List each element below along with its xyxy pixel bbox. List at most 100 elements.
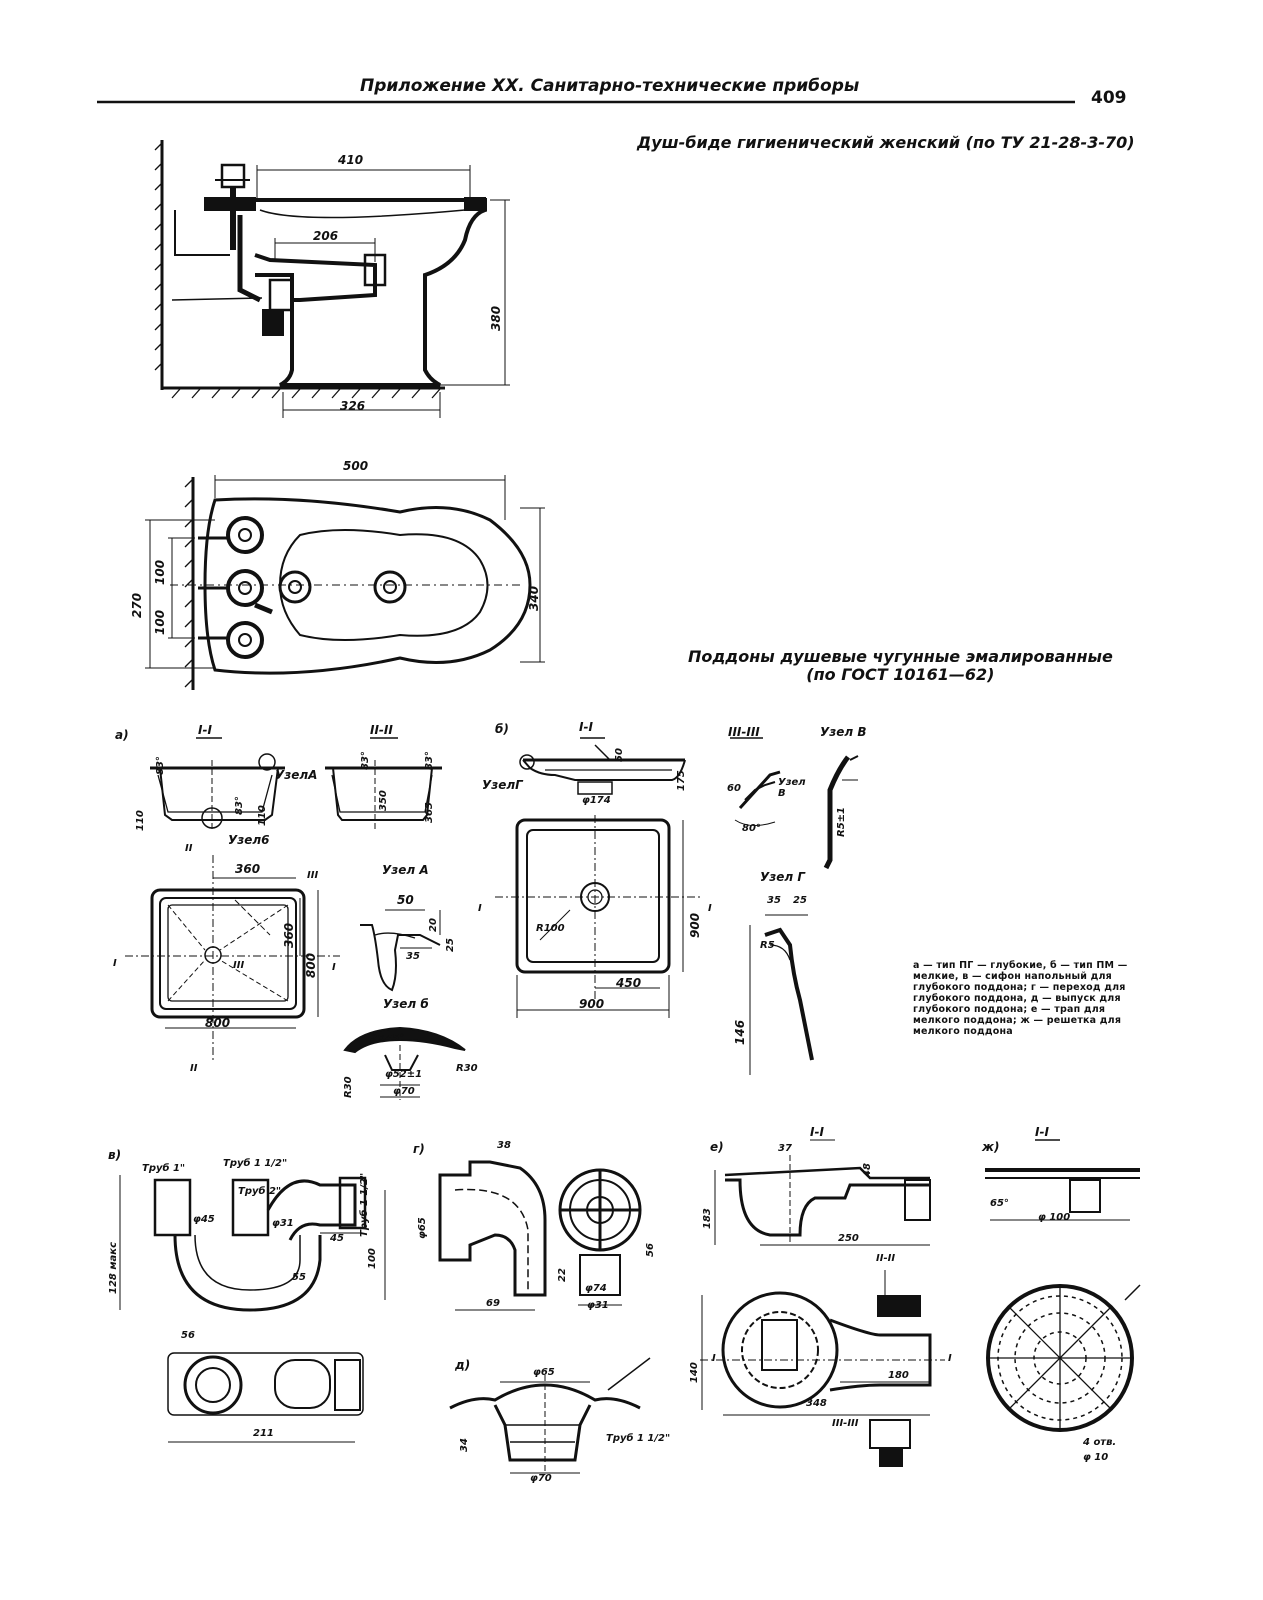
node-g-detail [749,914,814,1075]
panel-v-dim-100: 100 [367,1247,378,1269]
panel-a-dim-360-side: 360 [282,922,296,948]
grate-zh-plan [986,1284,1141,1432]
node-a-title: Узел А [382,863,429,877]
trays-title-line1: Поддоны душевые чугунные эмалированные [688,647,1113,666]
bidet-dim-tap-spacing: 206 [313,229,339,243]
panel-e-cut-left: I [712,1353,716,1364]
node-a-dim-35: 35 [406,951,420,962]
panel-v-dim-55: 55 [292,1272,306,1283]
node-b6-chamfer: 2×45° [370,1033,405,1044]
trays-title-line2: (по ГОСТ 10161—62) [806,665,995,684]
node-b-detail [343,1026,466,1100]
panel-g-dim-74: φ74 [585,1283,607,1294]
tray-a-plan [125,855,340,1060]
panel-a-cut-i-left: I [113,958,117,969]
siphon-v [119,1175,386,1312]
node-g-dim-35: 35 [767,895,781,906]
panel-v-dim-45: 45 [330,1233,344,1244]
tray-b-plan [495,815,700,1018]
bidet-side-view [154,140,510,418]
section-iii-title: III-III [728,725,760,739]
panel-v-dim-128: 128 макс [108,1242,119,1294]
panel-a-letter: а) [115,728,129,742]
panel-b-dim-900-side: 900 [688,912,702,938]
panel-g-dim-56: 56 [645,1243,656,1257]
panel-a-angle-2: 83° [234,795,245,815]
node-g-radius: R5 [760,940,775,951]
node-g-callout: УзелГ [482,778,523,792]
section-iii-detail [730,737,781,826]
panel-b-section: I-I [579,720,593,734]
panel-b-dim-175: 175 [676,769,687,791]
panel-a-cut-iii-top: III [307,870,319,881]
panel-zh-hole-dia: φ 10 [1083,1452,1109,1463]
panel-b-cut-left: I [478,903,482,914]
node-b6-callout: Узел6 [228,833,270,847]
bidet-title: Душ-биде гигиенический женский (по ТУ 21… [637,133,1135,152]
node-a-callout: УзелА [275,768,318,782]
panel-zh-section: I-I [1035,1125,1049,1139]
panel-a-cut-iii-center: III [233,960,245,971]
panel-e-section-ii: II-II [876,1253,896,1264]
panel-zh-holes: 4 отв. [1083,1437,1117,1448]
node-a-dim-20: 20 [428,918,439,932]
panel-zh-dim-100: φ 100 [1038,1212,1071,1223]
panel-e-dim-140: 140 [689,1361,700,1383]
node-v-title: Узел В [820,725,867,739]
panel-b-letter: б) [495,722,509,736]
page-number: 409 [1091,88,1127,108]
outlet-d [449,1357,651,1475]
panel-e-dim-250: 250 [838,1233,859,1244]
panel-g-dim-31: φ31 [587,1300,609,1311]
panel-e-dim-48: 48 [862,1163,873,1177]
siphon-v-plan [167,1352,364,1443]
panel-b-dim-174: φ174 [582,795,611,806]
panel-d-dim-34: 34 [459,1438,470,1452]
panel-d-dim-70: φ70 [530,1473,552,1484]
bidet-plan-dim-width: 340 [527,585,541,611]
panel-v-pipe-1: Труб 1" [142,1163,186,1174]
panel-d-letter: д) [455,1358,471,1372]
panel-g-dim-69: 69 [486,1298,500,1309]
node-g-dim-25: 25 [793,895,807,906]
bidet-plan-dim-depth: 270 [130,592,144,618]
panel-g-dim-22: 22 [557,1268,568,1282]
panel-a-section-i: I-I [198,723,212,737]
node-a-detail [360,909,441,992]
tray-b-section [519,737,686,795]
panel-e-dim-180: 180 [888,1370,909,1381]
node-b6-dim-52: φ52±1 [385,1069,423,1080]
node-g-title: Узел Г [760,870,805,884]
transition-g [438,1160,642,1311]
panel-a-cut-i-right: I [332,962,336,973]
panel-e-section-i: I-I [810,1125,824,1139]
panel-g-dim-65: φ65 [417,1217,428,1239]
trays-title: Поддоны душевые чугунные эмалированные (… [688,648,1113,684]
section-iii-node-callout: Узел В [778,777,806,799]
bidet-plan-view [145,475,545,690]
panel-e-cut-right: I [948,1353,952,1364]
panel-a-dim-110-right: 110 [257,804,268,826]
panel-a-section-ii: II-II [370,723,393,737]
panel-b-dim-450: 450 [616,976,642,990]
panel-v-dim-56: 56 [181,1330,195,1341]
panel-d-dim-65: φ65 [533,1367,555,1378]
figure-legend: а — тип ПГ — глубокие, б — тип ПМ — мелк… [913,960,1128,1037]
panel-a-angle-1: 83° [155,755,166,775]
section-iii-angle-60: 60 [727,783,741,794]
panel-v-letter: в) [108,1148,122,1162]
panel-b-cut-right: I [708,903,712,914]
panel-zh-angle: 65° [990,1198,1009,1209]
panel-e-section-iii: III-III [832,1418,859,1429]
panel-b-dim-900-bottom: 900 [579,997,605,1011]
running-header: Приложение XX. Санитарно-технические при… [360,76,860,96]
panel-e-letter: е) [710,1140,724,1154]
bidet-dim-height: 380 [489,305,503,331]
panel-v-dim-211: 211 [253,1428,274,1439]
bidet-plan-dim-b: 100 [153,609,167,635]
panel-a-angle-4: 83° [424,750,435,770]
panel-a-dim-800-side: 800 [304,952,318,978]
bidet-dim-width: 410 [338,153,364,167]
panel-v-dim-45-dia: φ45 [193,1214,215,1225]
panel-v-pipe-4: Труб 1 1/2" [359,1172,370,1237]
